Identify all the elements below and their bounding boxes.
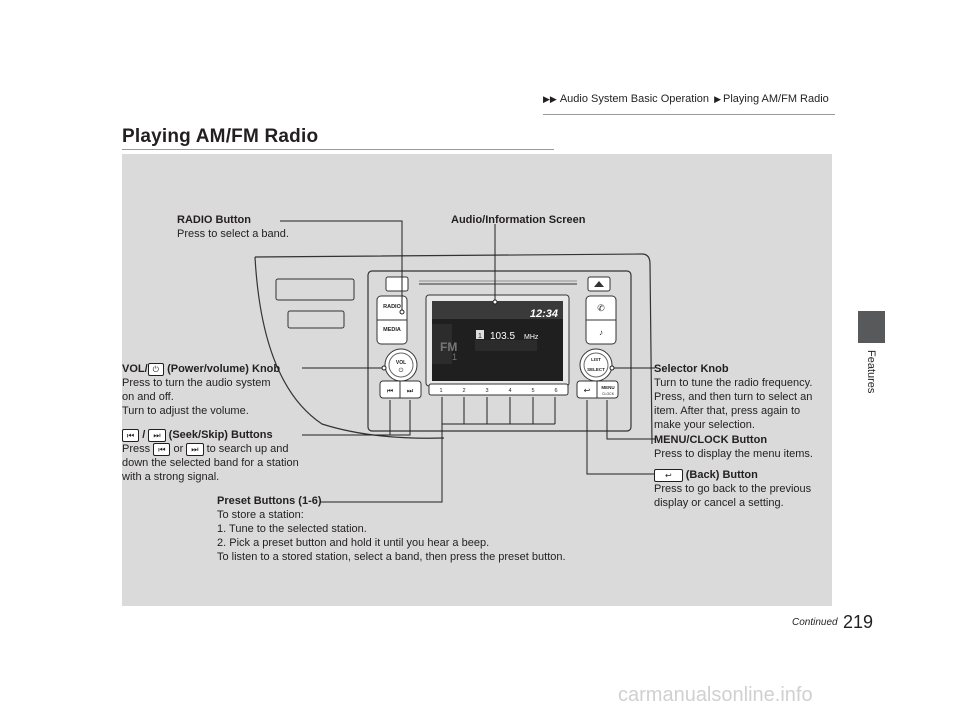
vol-label: VOL [396, 360, 406, 366]
preset-desc2: 1. Tune to the selected station. [217, 523, 367, 535]
back-callout-title: (Back) Button [685, 469, 758, 481]
radio-button: RADIO [383, 304, 401, 310]
back-callout: ↩ (Back) Button Press to go back to the … [654, 468, 811, 510]
preset-indicator: 1 [478, 333, 482, 340]
dash-outline [254, 253, 653, 445]
unit-display: MHz [524, 334, 539, 341]
preset-labels: 1 2 3 4 5 6 [439, 388, 557, 394]
breadcrumb: ▶▶Audio System Basic Operation ▶Playing … [543, 93, 829, 105]
clock-display: 12:34 [530, 308, 558, 320]
preset-desc1: To store a station: [217, 509, 304, 521]
title-divider [122, 149, 554, 150]
vol-callout-title: VOL/ [122, 363, 148, 375]
power-icon: ⏻ [399, 367, 404, 374]
seek-desc2: down the selected band for a station [122, 457, 299, 469]
radio-callout-title: RADIO Button [177, 214, 251, 226]
selector-desc3: item. After that, press again to [654, 405, 801, 417]
selector-callout-title: Selector Knob [654, 363, 729, 375]
seek-or: or [173, 443, 184, 455]
seek-forward-icon: ⏭ [407, 388, 414, 395]
menu-label: MENU [601, 385, 614, 390]
phone-icon: ✆ [597, 303, 605, 313]
preset-desc4: To listen to a stored station, select a … [217, 551, 566, 563]
band-number: 1 [452, 352, 457, 362]
selector-desc1: Turn to tune the radio frequency. [654, 377, 813, 389]
power-icon: ⏻ [147, 362, 164, 376]
talk-icon: ♪ [599, 328, 603, 337]
screen-callout-title: Audio/Information Screen [451, 214, 586, 226]
section-tab-label: Features [865, 350, 877, 394]
seek-back-icon: ⏮ [153, 442, 171, 456]
preset-desc3: 2. Pick a preset button and hold it unti… [217, 537, 490, 549]
vent-upper [275, 278, 355, 301]
clock-label: CLOCK [602, 392, 615, 396]
seek-press: Press [122, 443, 151, 455]
select-label: SELECT [587, 367, 605, 372]
back-desc2: display or cancel a setting. [654, 497, 784, 509]
seek-forward-icon: ⏭ [148, 428, 166, 442]
double-arrow-icon: ▶▶ [543, 94, 557, 104]
preset-1: 1 [439, 388, 442, 394]
selector-callout: Selector Knob Turn to tune the radio fre… [654, 362, 812, 432]
list-label: LIST [591, 357, 601, 362]
menu-desc: Press to display the menu items. [654, 448, 813, 460]
seek-callout-title: (Seek/Skip) Buttons [168, 429, 273, 441]
back-desc1: Press to go back to the previous [654, 483, 812, 495]
head-unit-illustration: RADIO MEDIA ✆ ♪ 12:34 FM 1 1 103.5 MHz V… [254, 220, 655, 503]
eject-left-button [385, 276, 409, 292]
vol-callout-title-suffix: (Power/volume) Knob [167, 363, 281, 375]
menu-callout: MENU/CLOCK Button Press to display the m… [654, 433, 813, 461]
selector-knob [579, 348, 613, 382]
preset-buttons [428, 383, 569, 396]
seek-desc1: to search up and [206, 443, 289, 455]
eject-icon [594, 281, 604, 287]
preset-2: 2 [462, 388, 465, 394]
seek-sep: / [142, 429, 146, 441]
leader-lines [280, 220, 655, 503]
breadcrumb-parent[interactable]: Audio System Basic Operation [559, 93, 710, 105]
frequency-display: 103.5 [490, 331, 515, 342]
screen-callout: Audio/Information Screen [451, 213, 585, 227]
preset-6: 6 [554, 388, 557, 394]
seek-desc3: with a strong signal. [122, 471, 220, 483]
vol-callout-desc1: Press to turn the audio system [122, 377, 271, 389]
seek-forward-icon: ⏭ [186, 442, 204, 456]
header-divider [543, 114, 835, 115]
seek-back-icon: ⏮ [387, 388, 393, 395]
band-display: FM [440, 340, 457, 354]
breadcrumb-current: Playing AM/FM Radio [723, 93, 829, 105]
media-button: MEDIA [383, 327, 401, 333]
selector-desc2: Press, and then turn to select an [654, 391, 813, 403]
dash-curve [254, 256, 445, 439]
seek-back-icon: ⏮ [122, 428, 140, 442]
unit-body [367, 270, 632, 432]
vol-callout: VOL/⏻ (Power/volume) Knob Press to turn … [122, 362, 280, 418]
vol-callout-desc2: on and off. [122, 391, 174, 403]
preset-3: 3 [485, 388, 488, 394]
page-number: 219 [843, 612, 874, 632]
seek-callout: ⏮ / ⏭ (Seek/Skip) Buttons Press ⏮ or ⏭ t… [122, 428, 299, 484]
watermark: carmanualsonline.info [618, 684, 813, 706]
continued-label: Continued [792, 617, 838, 628]
back-icon: ↩ [584, 386, 591, 395]
vent-lower [287, 310, 345, 329]
back-icon: ↩ [654, 468, 683, 482]
arrow-icon: ▶ [714, 94, 722, 104]
preset-callout-title: Preset Buttons (1-6) [217, 495, 322, 507]
vol-callout-desc3: Turn to adjust the volume. [122, 405, 249, 417]
radio-callout: RADIO Button Press to select a band. [177, 213, 289, 241]
selector-desc4: make your selection. [654, 419, 755, 431]
preset-4: 4 [508, 388, 511, 394]
preset-callout: Preset Buttons (1-6) To store a station:… [217, 494, 566, 564]
radio-callout-desc: Press to select a band. [177, 228, 289, 240]
menu-callout-title: MENU/CLOCK Button [654, 434, 768, 446]
section-tab [858, 311, 885, 343]
page-title: Playing AM/FM Radio [122, 126, 319, 147]
preset-5: 5 [531, 388, 534, 394]
